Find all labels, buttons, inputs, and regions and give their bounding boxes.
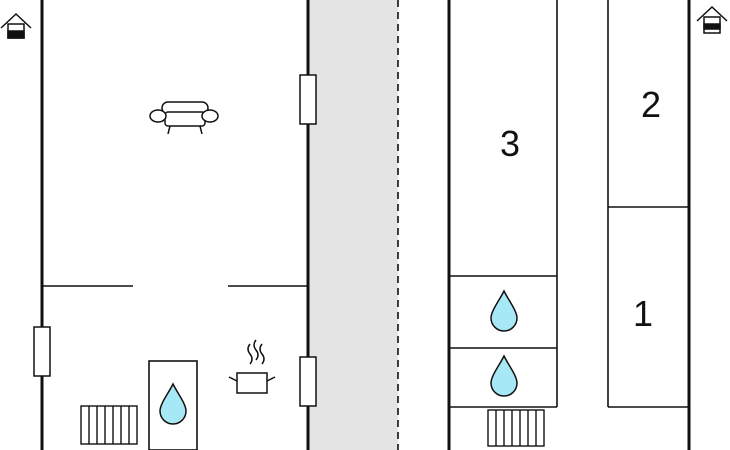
sofa-icon: [149, 101, 219, 135]
water-drop-icon: [490, 289, 518, 332]
cooking-pot-icon: [228, 339, 276, 394]
water-drop-icon: [159, 382, 187, 425]
water-drop-icon: [490, 354, 518, 397]
window: [299, 356, 317, 407]
room-number-2: 2: [641, 84, 661, 125]
left-unit: [0, 0, 399, 450]
radiator-icon: [80, 405, 138, 445]
house-entrance-icon: [0, 12, 32, 39]
room-number-3: 3: [500, 123, 520, 164]
right-unit: 3 2 1: [447, 0, 728, 450]
house-entrance-icon: [696, 5, 728, 34]
room-number-1: 1: [633, 293, 653, 334]
window: [299, 74, 317, 125]
radiator-icon: [487, 409, 545, 447]
window: [33, 326, 51, 377]
corridor: [308, 0, 398, 450]
